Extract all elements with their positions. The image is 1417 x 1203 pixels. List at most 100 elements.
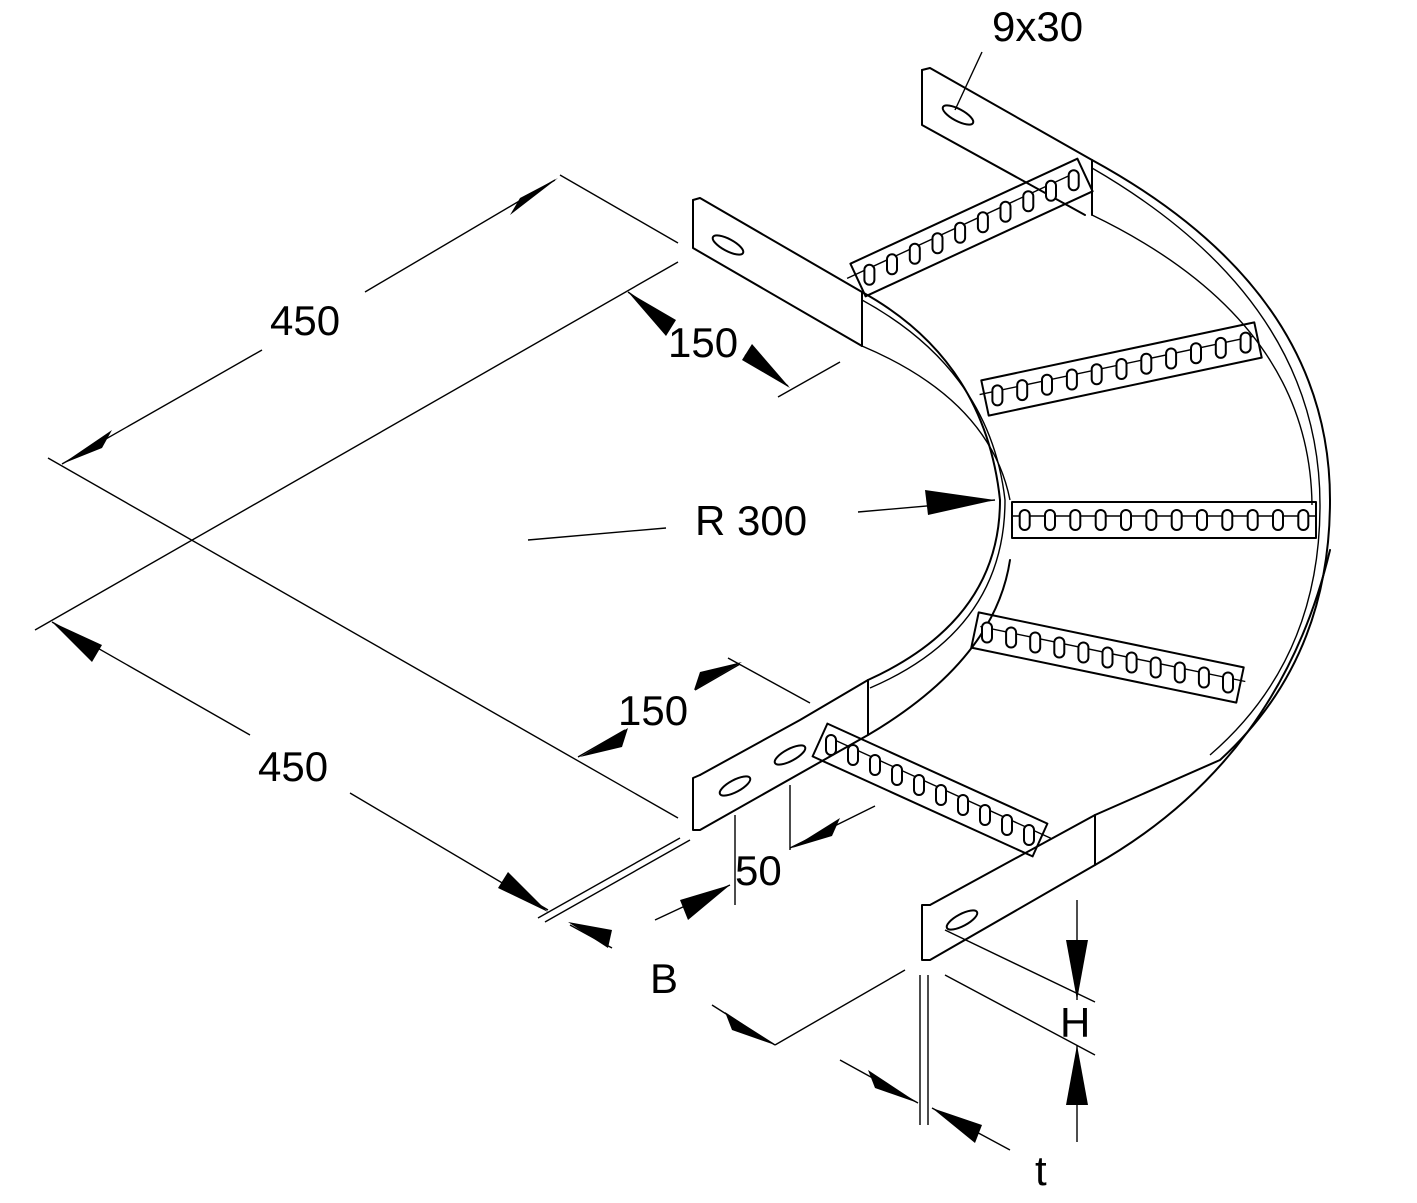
rung-1: [846, 157, 1094, 298]
rung-5: [811, 722, 1052, 858]
arrow-450-bottom-left: [52, 622, 102, 662]
inner-side-rail: [692, 197, 1011, 831]
rung-slot: [1045, 179, 1057, 202]
rung-slot: [1197, 666, 1210, 689]
rung-slot: [913, 774, 925, 796]
rung-slot: [1190, 342, 1202, 365]
rung-slot: [1005, 626, 1018, 649]
rung-slot: [863, 263, 876, 286]
height-symbol-label: H: [1060, 999, 1091, 1046]
rung-slot: [1145, 509, 1158, 531]
arrow-t-a: [868, 1070, 918, 1103]
rung-4: [970, 611, 1246, 704]
arrow-b-b: [725, 1012, 775, 1045]
mounting-slot-bottom-outer: [945, 909, 979, 931]
arrow-b-a: [568, 922, 612, 948]
rung-slot: [935, 784, 947, 806]
rung-slot: [1214, 336, 1227, 359]
arrow-t-b: [932, 1108, 982, 1143]
width-symbol-label: B: [650, 955, 679, 1002]
arrow-50-a: [680, 885, 730, 920]
straight-top-label: 150: [668, 319, 739, 366]
arrow-h-top: [1066, 940, 1088, 1000]
arrow-150-bottom-b: [694, 662, 742, 690]
rung-slot: [1125, 651, 1138, 674]
rung-slot: [1246, 509, 1259, 531]
rungs: [811, 157, 1317, 858]
rung-slot: [1016, 379, 1029, 402]
rung-body: [980, 321, 1263, 417]
arrow-450-top-right: [510, 178, 558, 215]
rung-slot: [1018, 509, 1031, 531]
rung-slot: [1094, 509, 1107, 531]
mounting-slot-inner-bottom-2: [773, 744, 807, 766]
length-bottom-label: 450: [258, 743, 329, 790]
rung-slot: [847, 744, 859, 766]
rung-slot: [908, 242, 921, 265]
arrow-h-bottom: [1066, 1045, 1088, 1105]
rung-body: [811, 722, 1049, 858]
rung-slot: [1170, 509, 1183, 531]
straight-bottom-label: 150: [618, 687, 689, 734]
rung-slot: [1165, 347, 1178, 370]
rung-slot: [981, 621, 993, 644]
rung-slot: [1069, 509, 1082, 531]
outer-side-rail: [921, 67, 1331, 961]
dimension-lines: [34, 51, 1096, 1151]
rung-slot: [999, 200, 1012, 223]
rung-slot: [1173, 661, 1186, 684]
rung-slot: [1239, 331, 1252, 354]
rung-slot: [1023, 824, 1035, 846]
rung-slot: [954, 221, 967, 244]
thickness-symbol-label: t: [1035, 1147, 1047, 1194]
length-top-label: 450: [270, 297, 341, 344]
rung-slot: [1065, 368, 1078, 391]
mounting-slot-inner-top: [711, 234, 745, 256]
arrow-150-top-a: [628, 292, 676, 336]
rung-slot: [1053, 636, 1066, 659]
rung-slot: [1101, 646, 1114, 669]
rung-slot: [1001, 814, 1013, 836]
rung-body: [849, 157, 1094, 298]
rung-slot: [976, 211, 989, 234]
rung-slot: [891, 764, 903, 786]
rung-slot: [1044, 509, 1056, 531]
rung-slot: [1077, 641, 1090, 664]
rung-slot: [1221, 509, 1234, 531]
arrow-450-bottom-right: [498, 872, 548, 912]
rung-slot: [1115, 358, 1128, 380]
side-height-label: 50: [735, 847, 782, 894]
rung-slot: [1090, 363, 1103, 386]
rung-slot: [825, 734, 837, 756]
rung-slot: [1140, 352, 1153, 375]
rung-slot: [1222, 671, 1234, 694]
mounting-slot-inner-bottom: [718, 775, 752, 797]
arrow-50-b: [792, 818, 840, 848]
rung-slot: [931, 232, 944, 255]
arrow-450-top-left: [62, 430, 112, 464]
rung-slot: [1120, 509, 1132, 531]
arrow-r300: [925, 490, 995, 515]
arrowheads: [52, 178, 1088, 1143]
rung-slot: [1022, 190, 1035, 213]
radius-label: R 300: [695, 497, 808, 544]
arrow-150-top-b: [742, 344, 790, 388]
rung-2: [979, 321, 1263, 417]
rung-slot: [1067, 169, 1080, 192]
arrow-150-bottom-a: [580, 728, 628, 757]
rung-slot: [957, 794, 969, 816]
rung-slot: [1297, 509, 1310, 531]
rung-slot: [979, 804, 991, 826]
rung-slot: [886, 253, 898, 276]
rung-slot: [869, 754, 881, 776]
rung-slot: [991, 384, 1004, 407]
rung-slot: [1272, 509, 1284, 531]
rung-slot: [1029, 631, 1042, 654]
mounting-slot-top: [941, 104, 975, 126]
slot-size-label: 9x30: [992, 3, 1084, 50]
rung-body: [970, 611, 1245, 704]
rung-3: [1011, 501, 1317, 539]
rung-slot: [1149, 656, 1162, 679]
